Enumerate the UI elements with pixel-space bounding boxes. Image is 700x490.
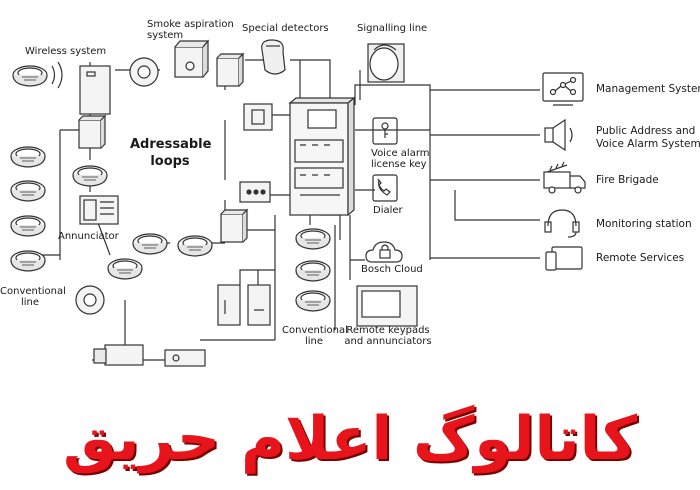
- label-annunciator: Annunciator: [58, 231, 119, 242]
- wireless-gateway: [79, 65, 111, 115]
- speaker-icon: [544, 118, 573, 152]
- label-public-address: Public Address and: [596, 125, 696, 137]
- loop-lines: [30, 59, 540, 361]
- wireless-signal-icon: [51, 61, 63, 89]
- loop-detector-bottom: [107, 258, 143, 280]
- special-detector: [261, 39, 286, 75]
- label-dialer: Dialer: [373, 205, 403, 216]
- label-fire-brigade: Fire Brigade: [596, 174, 659, 186]
- remote-keypad: [356, 285, 418, 327]
- label-smoke-aspiration-2: system: [147, 30, 184, 41]
- label-voice-alarm-2: license key: [371, 159, 427, 170]
- module-box-1: [216, 53, 244, 87]
- loop-detectors-mid: [132, 233, 213, 257]
- detector-flush: [75, 285, 105, 315]
- wireless-detector: [12, 61, 63, 89]
- label-adressable-loops: Adressable: [130, 137, 212, 152]
- catalog-banner: کاتالوگ اعلام حریق: [0, 388, 700, 490]
- label-conventional-line-left: Conventional: [0, 286, 66, 297]
- aspiration-unit: [174, 39, 210, 78]
- module-box-2: [78, 115, 106, 149]
- label-special-detectors: Special detectors: [242, 23, 329, 34]
- beam-detector: [164, 349, 206, 367]
- annunciator-device: [79, 195, 119, 225]
- label-remote-services: Remote Services: [596, 252, 685, 264]
- camera-icon: [93, 344, 144, 366]
- phone-icon: [372, 174, 398, 202]
- label-smoke-aspiration: Smoke aspiration: [147, 19, 234, 30]
- banner-title: کاتالوگ اعلام حریق: [62, 404, 638, 474]
- siren-icon: [367, 43, 405, 83]
- label-adressable-loops-2: loops: [150, 154, 190, 169]
- label-conventional-line-mid-2: line: [304, 336, 324, 347]
- label-public-address-2: Voice Alarm System: [596, 138, 700, 150]
- label-monitoring-station: Monitoring station: [596, 218, 692, 230]
- fire-panel-icon: [288, 96, 356, 217]
- key-icon: [372, 117, 398, 145]
- tablet-phone-icon: [545, 246, 583, 271]
- label-signalling-line: Signalling line: [357, 23, 428, 34]
- loop-detector: [72, 165, 108, 187]
- headset-icon: [544, 209, 580, 238]
- label-conventional-line-mid: Conventional: [282, 325, 348, 336]
- module-box-3: [220, 209, 248, 243]
- label-voice-alarm: Voice alarm: [371, 148, 430, 159]
- label-bosch-cloud: Bosch Cloud: [361, 264, 423, 275]
- interface-module: [239, 181, 271, 203]
- conventional-detectors-mid: [295, 228, 331, 312]
- label-remote-keypads: Remote keypads: [346, 325, 430, 336]
- manual-call-point: [243, 103, 273, 131]
- cloud-lock-icon: [365, 241, 403, 263]
- wireless-detector-2: [129, 57, 159, 87]
- network-nodes-icon: [542, 72, 584, 106]
- label-conventional-line-left-2: line: [20, 297, 40, 308]
- fire-truck-icon: [543, 161, 586, 194]
- conventional-detectors-left: [10, 146, 46, 272]
- label-wireless-system: Wireless system: [25, 46, 107, 57]
- door-holders: [217, 284, 271, 326]
- label-management-system: Management System: [596, 83, 700, 95]
- label-remote-keypads-2: and annunciators: [344, 336, 432, 347]
